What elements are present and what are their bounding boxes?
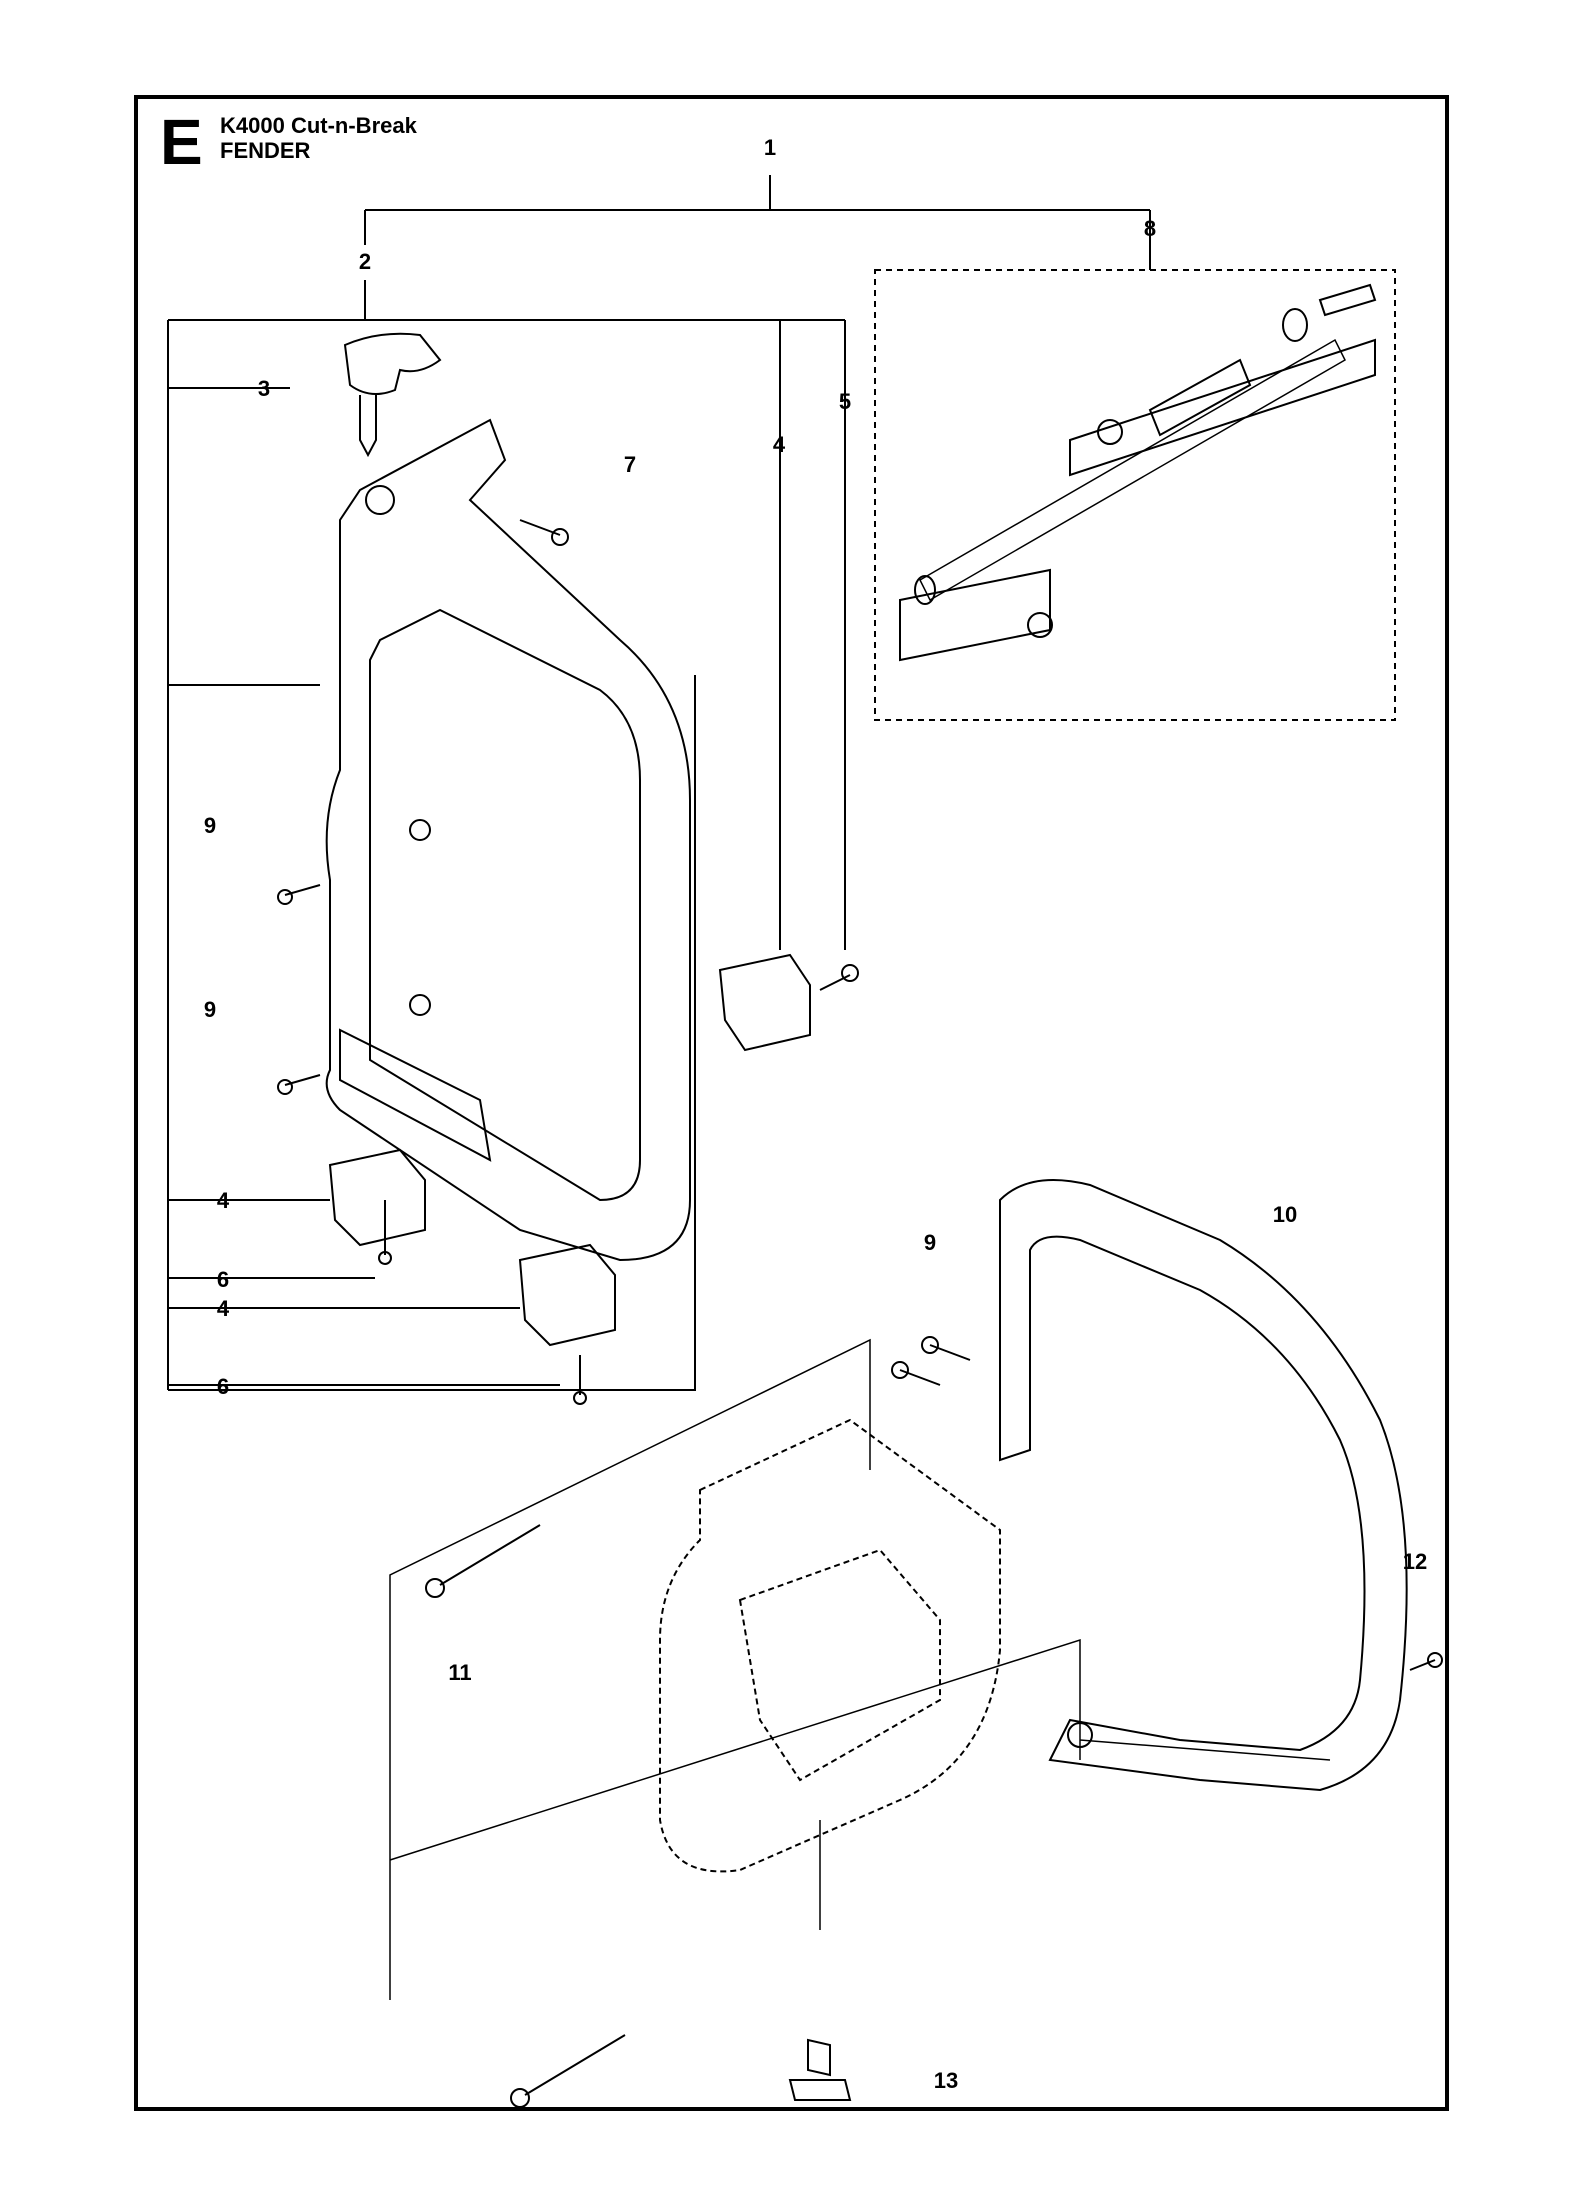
knob-part-3	[343, 332, 442, 458]
long-bolts	[425, 1524, 626, 2108]
diagram-title: K4000 Cut-n-Break FENDER	[220, 113, 417, 164]
leader-lines-left	[168, 387, 560, 1386]
diagram-frame	[134, 95, 1449, 2111]
callout-9-lower: 9	[203, 997, 217, 1022]
assembly-name: FENDER	[220, 138, 311, 164]
bracket-2-lines	[167, 280, 846, 1391]
callout-11: 11	[448, 1660, 472, 1685]
bracket-1-lines	[364, 175, 1151, 248]
callout-4-lower: 4	[216, 1296, 230, 1321]
kit-8-box	[874, 269, 1396, 721]
callout-2: 2	[358, 249, 372, 274]
saw-body-outline	[659, 1418, 1001, 1873]
fuel-filter-kit	[899, 283, 1377, 662]
callout-4-middle: 4	[216, 1188, 230, 1213]
callout-13: 13	[933, 2068, 959, 2093]
callout-1: 1	[763, 135, 777, 160]
callout-3: 3	[257, 376, 271, 401]
callout-6-lower: 6	[216, 1374, 230, 1399]
model-name: K4000 Cut-n-Break	[220, 113, 417, 138]
screws	[277, 519, 1443, 1671]
section-letter: E	[160, 106, 203, 178]
callout-9-right: 9	[923, 1230, 937, 1255]
assembly-lines	[389, 1338, 1331, 2000]
bolt-13	[788, 2038, 852, 2101]
callout-9-upper: 9	[203, 813, 217, 838]
callout-5: 5	[838, 389, 852, 414]
callout-4-top: 4	[772, 432, 786, 457]
callout-10: 10	[1272, 1202, 1298, 1227]
rubber-blocks	[328, 953, 811, 1347]
callout-7: 7	[623, 452, 637, 477]
callout-6-upper: 6	[216, 1267, 230, 1292]
fender-body	[325, 418, 691, 1262]
callout-12: 12	[1402, 1549, 1428, 1574]
callout-8: 8	[1143, 216, 1157, 241]
front-handle	[999, 1179, 1408, 1792]
